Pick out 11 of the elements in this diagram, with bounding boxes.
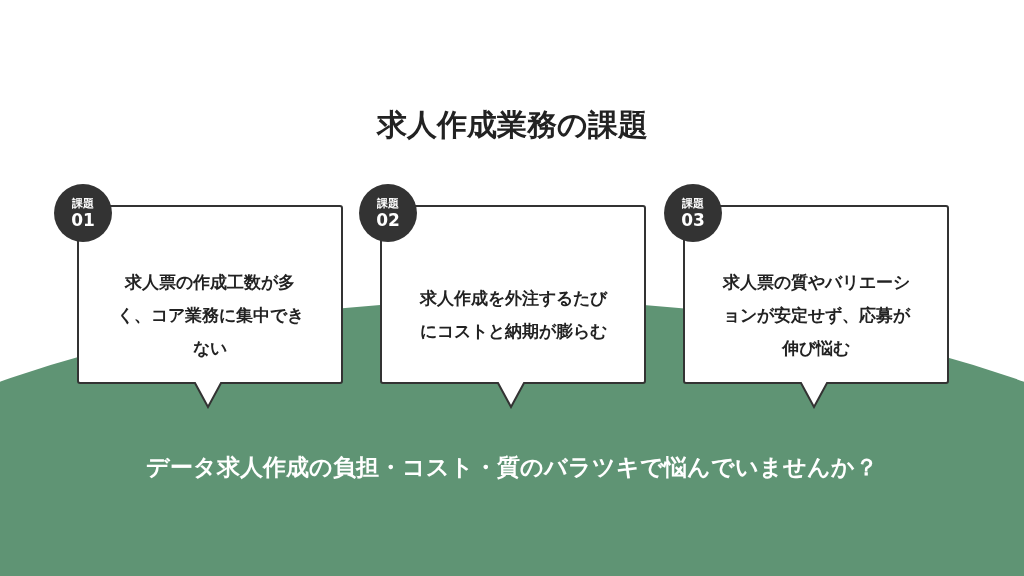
- badge-label: 課題: [72, 196, 94, 210]
- title: 求人作成業務の課題: [375, 106, 649, 144]
- bubble-text: 求人票の作成工数が多く、コア業務に集中できない: [115, 270, 305, 360]
- badge-number: 02: [376, 209, 400, 230]
- bubble-text: 求人作成を外注するたびにコストと納期が膨らむ: [418, 287, 609, 343]
- badge-label: 課題: [682, 196, 704, 210]
- bubble-text: 求人票の質やバリエーションが安定せず、応募が伸び悩む: [721, 270, 912, 360]
- badge-number: 03: [681, 209, 705, 230]
- badge-number: 01: [71, 209, 95, 230]
- tagline: データ求人作成の負担・コスト・質のバラツキで悩んでいませんか？: [145, 453, 879, 482]
- badge-label: 課題: [377, 196, 399, 210]
